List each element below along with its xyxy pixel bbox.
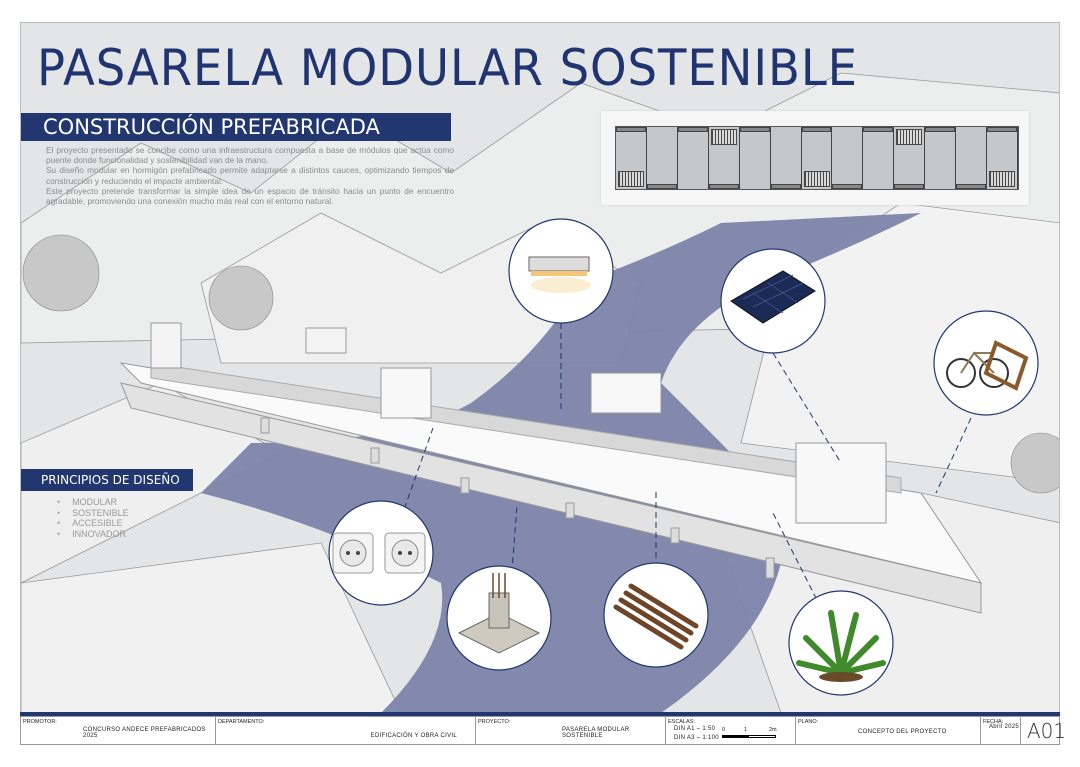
principle-item: MODULAR	[57, 497, 129, 508]
led-light-icon	[528, 256, 591, 293]
titleblock-bar	[20, 712, 1060, 716]
floor-plan	[601, 111, 1029, 205]
bridge-deck	[119, 322, 983, 614]
page-title: PASARELA MODULAR SOSTENIBLE	[37, 39, 858, 97]
planter-grid	[710, 129, 737, 145]
intro-text: El proyecto presentado se concibe como u…	[46, 145, 454, 206]
title-block: PROMOTOR: CONCURSO ANDECE PREFABRICADOS 2…	[20, 716, 1066, 745]
plan-module	[770, 127, 802, 189]
fern-plant-callout	[788, 590, 894, 696]
section-heading: CONSTRUCCIÓN PREFABRICADA	[21, 113, 451, 141]
poster-board: PASARELA MODULAR SOSTENIBLE CONSTRUCCIÓN…	[20, 22, 1060, 745]
plan-module	[801, 127, 833, 189]
led-light-callout	[508, 218, 614, 324]
plan-module	[616, 127, 647, 189]
rebar-footing-icon	[457, 573, 541, 654]
intro-paragraph: El proyecto presentado se concibe como u…	[46, 145, 454, 166]
plano-label: PLANO:	[798, 719, 819, 725]
planter-grid	[803, 171, 830, 187]
scale-tick: 1	[744, 727, 748, 733]
plan-module-strip	[615, 126, 1019, 190]
scale-tick: 2m	[769, 727, 777, 733]
escalas-label: ESCALAS:	[668, 719, 695, 725]
plan-module	[677, 127, 709, 189]
principle-item: INNOVADOR	[57, 529, 129, 540]
scale-bar	[722, 735, 776, 738]
bike-rack-callout	[933, 310, 1039, 416]
intro-paragraph: Este proyecto pretende transformar la si…	[46, 185, 454, 207]
tree-sketch	[22, 234, 1059, 494]
proyecto-value: PASARELA MODULAR SOSTENIBLE	[562, 727, 630, 739]
sheet-number: A01	[1027, 719, 1067, 743]
rebar-footing-callout	[446, 565, 552, 671]
plan-module	[646, 127, 678, 189]
scale-a1: DIN A1 – 1:50	[674, 726, 716, 732]
solar-panel-icon	[730, 270, 816, 324]
fern-plant-icon	[796, 610, 886, 682]
wood-planks-callout	[603, 562, 709, 668]
promotor-value: CONCURSO ANDECE PREFABRICADOS 2025	[83, 727, 206, 739]
fecha-value: Abril 2025	[989, 724, 1020, 730]
callout-circles	[328, 218, 1039, 696]
bridge-illustration	[21, 72, 1059, 714]
planter-grid	[989, 171, 1016, 187]
solar-panel-callout	[720, 248, 826, 354]
plan-module	[925, 127, 957, 189]
plan-module	[739, 127, 771, 189]
intro-paragraph: Su diseño modular en hormigón prefabrica…	[46, 165, 454, 186]
plan-module	[832, 127, 864, 189]
scale-tick: 0	[722, 727, 726, 733]
plano-value: CONCEPTO DEL PROYECTO	[858, 729, 947, 735]
power-outlets-callout	[328, 500, 434, 606]
power-outlets-icon	[332, 532, 426, 574]
principle-item: SOSTENIBLE	[57, 508, 129, 519]
planter-grid	[618, 171, 644, 187]
principles-list: MODULAR SOSTENIBLE ACCESIBLE INNOVADOR	[57, 497, 129, 539]
departamento-value: EDIFICACIÓN Y OBRA CIVIL	[370, 733, 457, 739]
plan-module	[987, 127, 1018, 189]
principle-item: ACCESIBLE	[57, 518, 129, 529]
bike-rack-icon	[946, 340, 1029, 391]
proyecto-label: PROYECTO:	[478, 719, 511, 725]
planter-grid	[896, 129, 923, 145]
departamento-label: DEPARTAMENTO:	[218, 719, 265, 725]
wood-planks-icon	[613, 583, 699, 650]
fecha-label: FECHA:	[983, 719, 1004, 725]
plan-module	[863, 127, 895, 189]
plan-module	[708, 127, 740, 189]
plan-module	[956, 127, 988, 189]
promotor-label: PROMOTOR:	[23, 719, 57, 725]
scale-a3: DIN A3 – 1:100	[674, 735, 719, 741]
plan-module	[894, 127, 926, 189]
principles-heading: PRINCIPIOS DE DISEÑO	[21, 469, 193, 491]
